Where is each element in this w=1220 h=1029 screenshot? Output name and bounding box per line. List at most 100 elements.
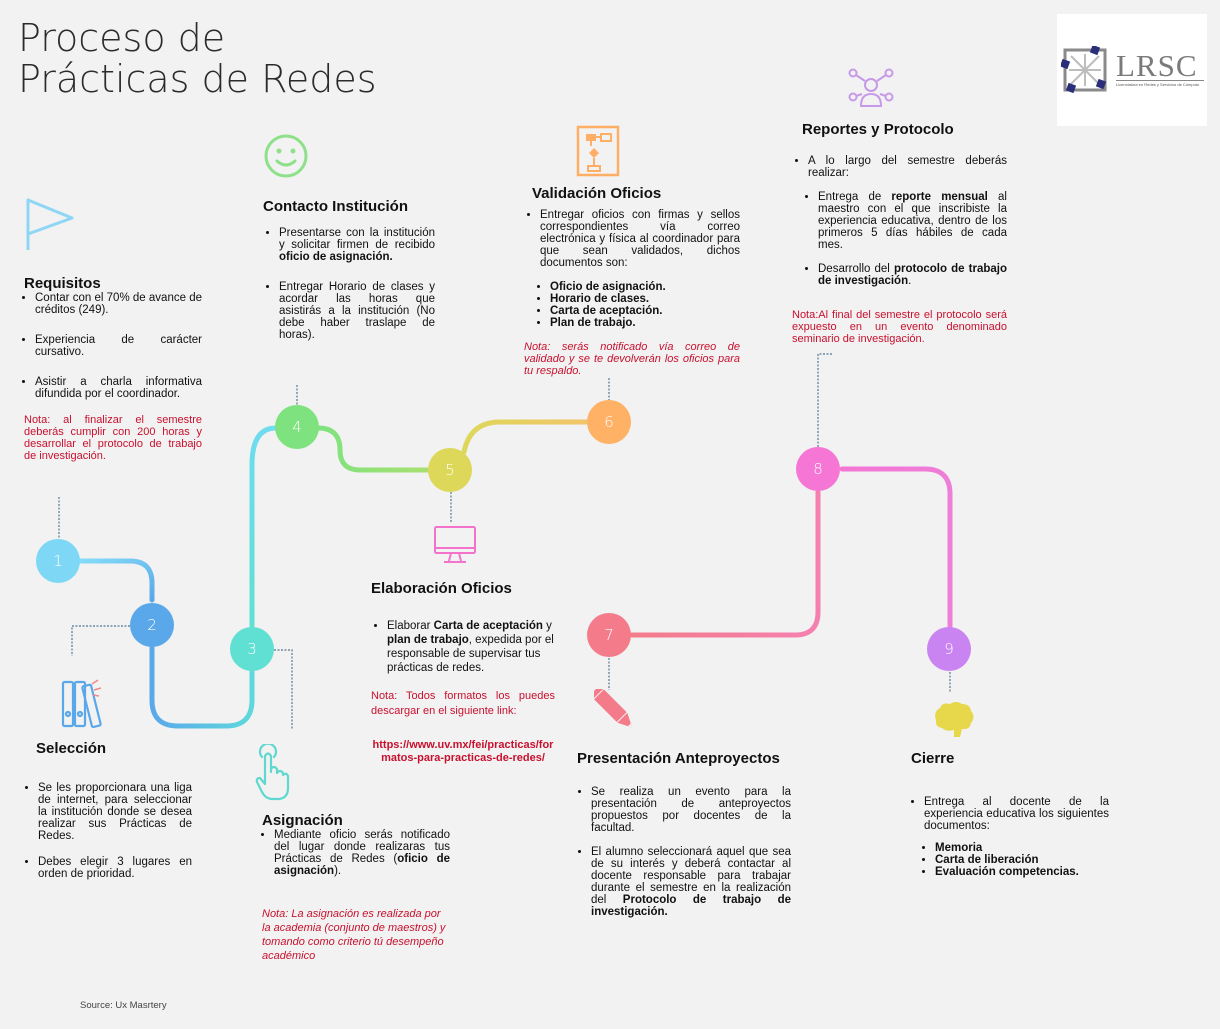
elaboracion-note: Nota: Todos formatos los puedes descarga… (371, 690, 555, 717)
cierre-body: Entrega al docente de la experiencia edu… (908, 796, 1109, 878)
page-title: Proceso de Prácticas de Redes (18, 18, 377, 100)
path-1-2 (77, 558, 155, 603)
brain-icon (935, 702, 974, 737)
asignacion-text: Mediante oficio serás notificado del lug… (274, 829, 450, 865)
node-9: 9 (927, 627, 971, 671)
doc-item: Evaluación competencias. (935, 866, 1109, 878)
elaboracion-heading: Elaboración Oficios (371, 580, 512, 597)
elaboracion-text-end: , expedida por el responsable de supervi… (387, 634, 554, 674)
seleccion-heading: Selección (36, 740, 107, 757)
contacto-section: Contacto Institución Presentarse con la … (263, 198, 435, 341)
reportes-body: A lo largo del semestre deberás realizar… (792, 155, 1007, 345)
list-item: Elaborar Carta de aceptación y plan de t… (387, 619, 555, 675)
list-item: Presentarse con la institución y solicit… (279, 227, 435, 263)
reportes-bold-1: reporte mensual (891, 191, 988, 203)
list-item: Contar con el 70% de avance de créditos … (35, 292, 202, 316)
reportes-sublist: Entrega de reporte mensual al maestro co… (792, 191, 1007, 287)
node-3: 3 (230, 627, 274, 671)
validacion-heading: Validación Oficios (532, 185, 662, 202)
list-item: Desarrollo del protocolo de trabajo de i… (818, 263, 1007, 287)
reportes-section: Reportes y Protocolo (802, 121, 1012, 138)
doc-item: Memoria (935, 842, 1109, 854)
asignacion-list: Mediante oficio serás notificado del lug… (262, 829, 450, 877)
elaboracion-text: Elaborar (387, 620, 434, 632)
reportes-note: Nota:Al final del semestre el protocolo … (792, 309, 1007, 345)
elaboracion-section: Elaboración Oficios Elaborar Carta de ac… (371, 580, 555, 765)
connector-8 (817, 353, 832, 447)
contacto-list: Presentarse con la institución y solicit… (263, 227, 435, 341)
presentacion-heading: Presentación Anteproyectos (577, 750, 780, 767)
list-item: Se realiza un evento para la presentació… (591, 786, 791, 834)
list-item: Entregar oficios con firmas y sellos cor… (540, 209, 740, 269)
requisitos-section: Requisitos Contar con el 70% de avance d… (24, 275, 202, 462)
list-item: Asistir a charla informativa difundida p… (35, 376, 202, 400)
presentacion-section: Presentación Anteproyectos (577, 750, 797, 767)
seleccion-body: Se les proporcionara una liga de interne… (22, 782, 192, 880)
network-user-icon (848, 68, 894, 107)
list-item: Entrega de reporte mensual al maestro co… (818, 191, 1007, 251)
seleccion-section: Selección (36, 740, 194, 757)
smiley-icon (264, 134, 308, 178)
doc-item: Carta de aceptación. (550, 305, 740, 317)
validacion-note: Nota: serás notificado vía correo de val… (524, 341, 740, 377)
asignacion-heading: Asignación (262, 812, 343, 829)
requisitos-heading: Requisitos (24, 275, 101, 292)
cierre-heading: Cierre (911, 750, 955, 767)
title-line-2: Prácticas de Redes (18, 57, 377, 101)
reportes-bold-2: protocolo de trabajo de investigación (818, 263, 1007, 287)
requisitos-note: Nota: al finalizar el semestre deberás c… (24, 414, 202, 462)
validacion-section: Validación Oficios (532, 185, 742, 202)
path-2-3 (149, 645, 255, 729)
reportes-text-2-end: . (908, 275, 912, 287)
list-item: A lo largo del semestre deberás realizar… (808, 155, 1007, 179)
elaboracion-bold-2: plan de trabajo (387, 634, 469, 646)
node-5: 5 (428, 448, 472, 492)
doc-item: Oficio de asignación. (550, 281, 740, 293)
asignacion-section: Asignación Mediante oficio serás notific… (262, 812, 450, 963)
pencil-icon (594, 689, 633, 728)
list-item: Mediante oficio serás notificado del lug… (274, 829, 450, 877)
monitor-icon (434, 526, 476, 563)
cierre-list: Entrega al docente de la experiencia edu… (908, 796, 1109, 832)
source-credit: Source: Ux Masrtery (80, 1000, 167, 1011)
reportes-heading: Reportes y Protocolo (802, 121, 954, 138)
list-item: El alumno seleccionará aquel que sea de … (591, 846, 791, 918)
cierre-section: Cierre (911, 750, 1031, 767)
logo-divider (1116, 80, 1204, 81)
asignacion-text-end: ). (334, 865, 342, 877)
node-1: 1 (36, 539, 80, 583)
elaboracion-text-mid: y (542, 620, 552, 632)
node-7: 7 (587, 613, 631, 657)
path-3-4 (249, 425, 279, 629)
seleccion-list: Se les proporcionara una liga de interne… (22, 782, 192, 880)
formats-link[interactable]: https://www.uv.mx/fei/practicas/formatos… (372, 739, 554, 764)
node-4: 4 (275, 405, 319, 449)
title-line-1: Proceso de (18, 16, 226, 60)
list-item: Experiencia de carácter cursativo. (35, 334, 202, 358)
connector-3 (274, 649, 293, 730)
list-item: Entregar Horario de clases y acordar las… (279, 281, 435, 341)
node-8: 8 (796, 447, 840, 491)
asignacion-bold: oficio de asignación (274, 853, 450, 877)
reportes-list: A lo largo del semestre deberás realizar… (792, 155, 1007, 179)
flowchart-icon (576, 125, 620, 177)
presentacion-list: Se realiza un evento para la presentació… (575, 786, 791, 918)
logo-subtitle: Licenciatura en Redes y Servicios de Cóm… (1116, 82, 1200, 87)
path-8-9 (839, 466, 953, 629)
reportes-text-2: Desarrollo del (818, 263, 894, 275)
touch-hand-icon (255, 744, 290, 801)
contacto-bold: oficio de asignación. (279, 251, 393, 263)
elaboracion-bold-1: Carta de aceptación (433, 620, 543, 632)
doc-item: Carta de liberación (935, 854, 1109, 866)
cierre-docs: Memoria Carta de liberación Evaluación c… (908, 842, 1109, 878)
binders-icon (61, 679, 102, 729)
presentacion-bold: Protocolo de trabajo de investigación. (591, 894, 791, 918)
validacion-docs: Oficio de asignación. Horario de clases.… (524, 281, 740, 329)
connector-2 (71, 625, 130, 656)
validacion-list: Entregar oficios con firmas y sellos cor… (524, 209, 740, 269)
elaboracion-list: Elaborar Carta de aceptación y plan de t… (371, 619, 555, 675)
doc-item: Plan de trabajo. (550, 317, 740, 329)
doc-item: Horario de clases. (550, 293, 740, 305)
presentacion-text: El alumno seleccionará aquel que sea de … (591, 846, 791, 906)
path-7-8 (629, 489, 821, 638)
